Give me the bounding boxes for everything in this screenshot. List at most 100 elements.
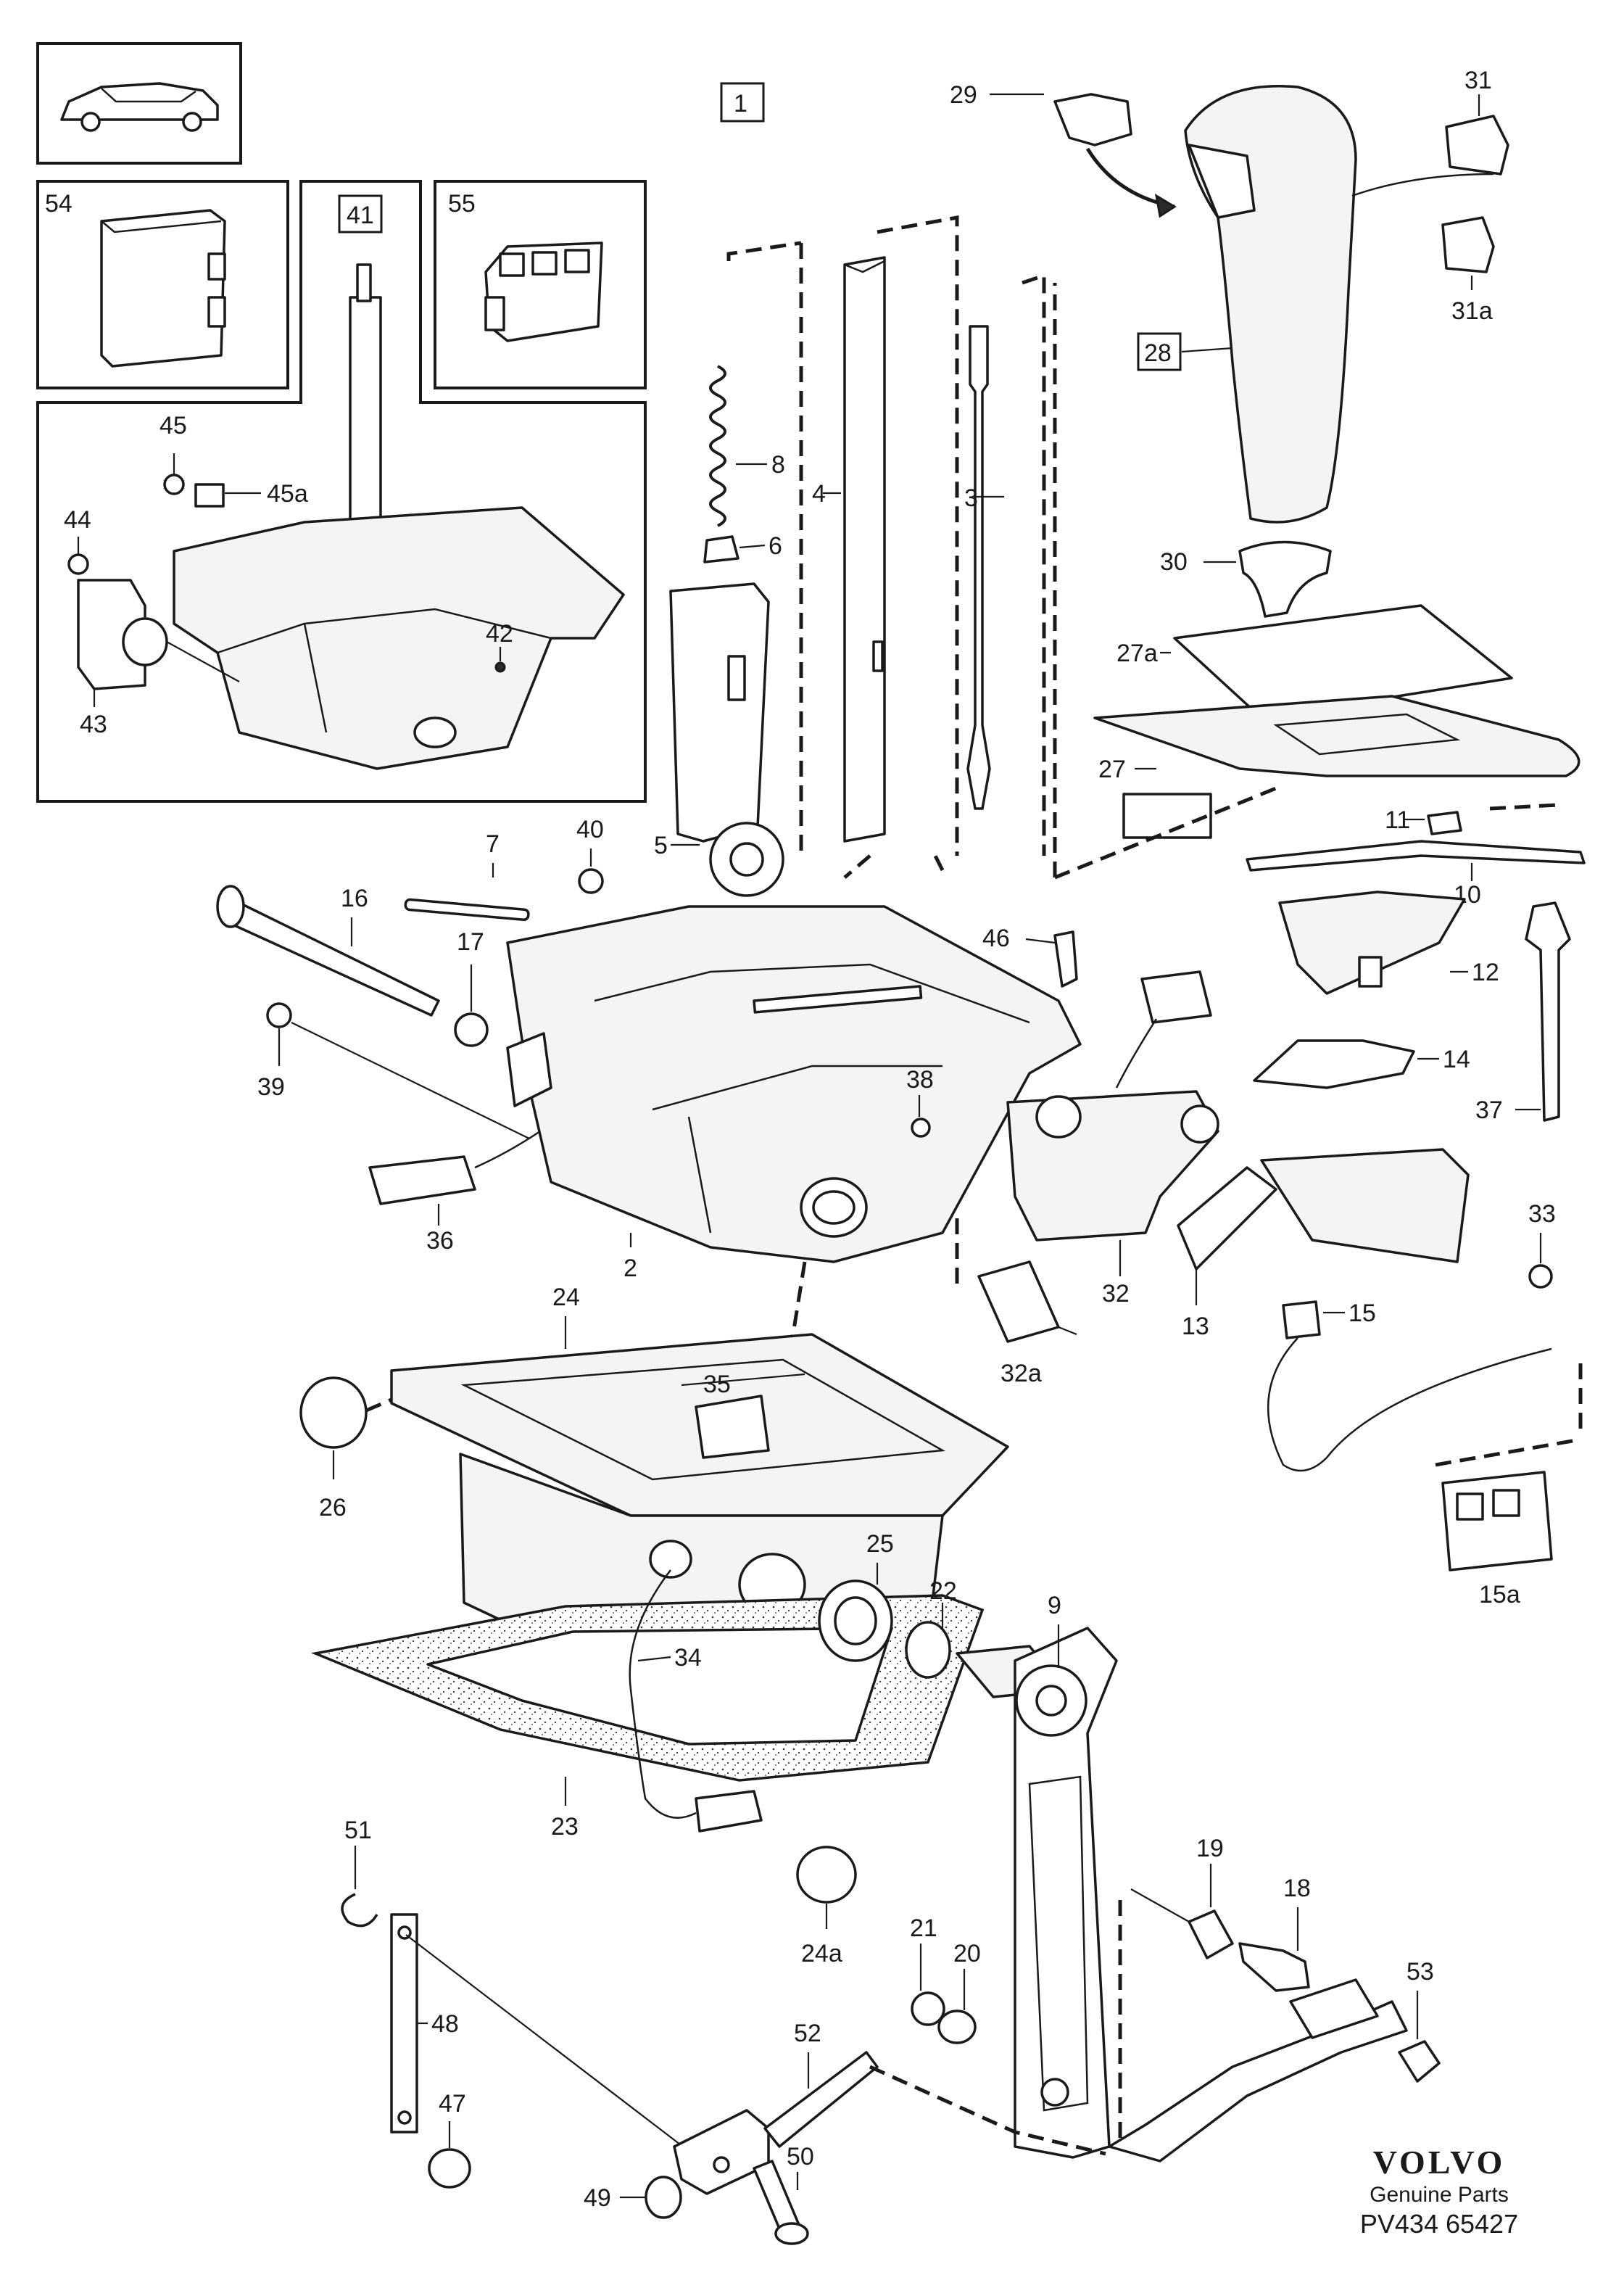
connector-34 (695, 1790, 763, 1833)
connector-27 (1122, 793, 1212, 839)
control-module-54 (100, 209, 226, 368)
label-36: 36 (426, 1227, 454, 1255)
washer-20 (937, 2010, 977, 2044)
label-4: 4 (812, 480, 826, 508)
bulb-socket-15 (1282, 1300, 1321, 1339)
pin-7 (404, 898, 530, 922)
clip-45a (194, 483, 225, 508)
light-guide-10 (1246, 840, 1586, 872)
label-7: 7 (486, 830, 500, 858)
plug-26 (299, 1376, 368, 1449)
label-44: 44 (64, 506, 91, 534)
label-24a: 24a (801, 1940, 842, 1967)
label-2: 2 (624, 1255, 637, 1282)
tube-4 (843, 256, 886, 843)
label-18: 18 (1283, 1875, 1311, 1902)
label-35: 35 (703, 1371, 731, 1398)
label-27: 27 (1098, 756, 1126, 783)
label-55: 55 (448, 190, 476, 218)
label-1: 1 (734, 90, 747, 117)
bracket-13 (1177, 1166, 1277, 1271)
lever-5 (669, 582, 770, 843)
lamp-holder (1260, 1148, 1470, 1263)
label-32a: 32a (1000, 1360, 1042, 1387)
selector-rod-41 (349, 296, 382, 531)
label-26: 26 (319, 1494, 347, 1521)
label-51: 51 (344, 1817, 372, 1844)
shifter-housing-2 (506, 905, 1082, 1263)
label-6: 6 (768, 532, 782, 560)
label-3: 3 (964, 484, 978, 512)
label-16: 16 (341, 885, 368, 912)
blade-37 (1525, 901, 1571, 1122)
inset-box-41: 41 45 45a 44 43 42 (36, 180, 647, 803)
label-28: 28 (1144, 339, 1172, 367)
car-thumbnail-box (36, 42, 242, 165)
volvo-logo: VOLVO (1372, 2144, 1506, 2181)
drawing-reference: PV434 65427 (1359, 2209, 1519, 2239)
connector-36 (368, 1155, 476, 1205)
clip-6 (703, 535, 740, 563)
label-8: 8 (771, 451, 785, 479)
brand-subtitle: Genuine Parts (1370, 2183, 1509, 2207)
nut-47 (428, 2148, 471, 2189)
label-43: 43 (80, 711, 107, 738)
connector-31 (1445, 115, 1509, 175)
inset-box-55: 55 (434, 180, 647, 389)
label-49: 49 (584, 2184, 611, 2212)
label-40: 40 (576, 816, 604, 843)
label-39: 39 (257, 1073, 285, 1101)
indicator-housing-12 (1278, 891, 1466, 995)
harness-connector (1140, 970, 1212, 1024)
console-plate-27 (1093, 695, 1580, 777)
clip-51 (341, 1893, 378, 1928)
pivot-pin-18 (1238, 1942, 1310, 1992)
nut-53 (1398, 2040, 1441, 2083)
label-23: 23 (551, 1813, 579, 1841)
label-45a: 45a (267, 480, 308, 508)
connector-35 (695, 1395, 770, 1459)
label-52: 52 (794, 2020, 821, 2047)
label-25: 25 (866, 1530, 894, 1558)
shaft-16 (220, 898, 440, 1017)
clip-49 (645, 2176, 682, 2219)
brand-block: VOLVO Genuine Parts PV434 65427 (1345, 2143, 1533, 2239)
shifter-housing-41 (173, 506, 625, 770)
label-30: 30 (1160, 548, 1188, 576)
label-33: 33 (1528, 1200, 1556, 1228)
label-15a: 15a (1479, 1581, 1520, 1608)
nut-45 (163, 474, 185, 495)
label-27a: 27a (1116, 640, 1158, 667)
plate-27a (1173, 604, 1513, 719)
label-53: 53 (1406, 1958, 1434, 1986)
label-48: 48 (431, 2010, 459, 2038)
assembly-box-1 (720, 82, 765, 123)
connector-31a (1441, 216, 1495, 273)
bushing-19 (1188, 1909, 1234, 1959)
clevis-52 (673, 2109, 770, 2195)
shift-rod (1108, 2000, 1408, 2163)
label-45: 45 (160, 412, 187, 439)
label-34: 34 (674, 1644, 702, 1672)
nut-33 (1528, 1264, 1553, 1289)
nut-39 (266, 1002, 292, 1028)
label-15: 15 (1348, 1300, 1376, 1327)
clip-11 (1427, 811, 1462, 835)
nut-40 (578, 868, 604, 894)
label-5: 5 (654, 832, 668, 859)
switch-43 (77, 579, 146, 690)
label-41: 41 (347, 202, 374, 229)
plug-24a (796, 1846, 857, 1904)
label-17: 17 (457, 928, 484, 956)
connector-15a (1441, 1471, 1553, 1571)
label-22: 22 (929, 1577, 957, 1605)
label-12: 12 (1472, 959, 1499, 986)
label-21: 21 (910, 1915, 937, 1942)
link-48 (390, 1913, 418, 2134)
washer-17 (454, 1012, 489, 1047)
button-cap-29 (1053, 93, 1132, 146)
screw-46 (1053, 930, 1078, 988)
label-54: 54 (45, 190, 72, 218)
label-38: 38 (906, 1066, 934, 1094)
